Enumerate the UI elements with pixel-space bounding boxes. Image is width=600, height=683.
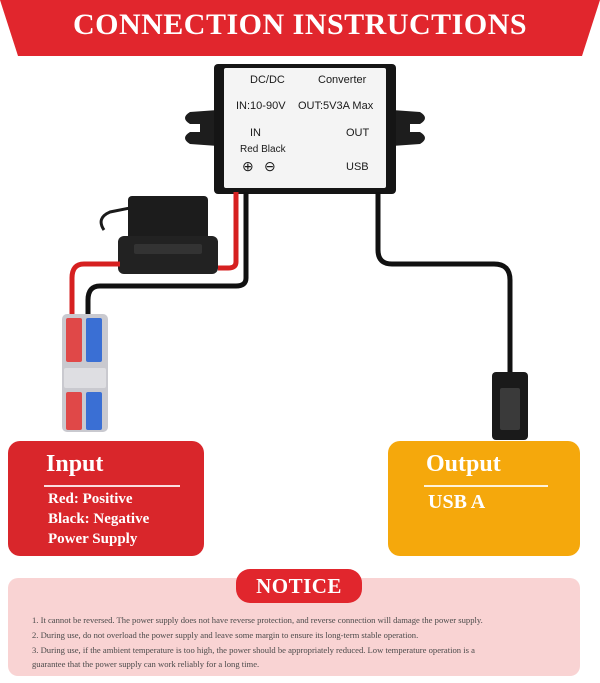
usb-cable (375, 192, 513, 374)
notice-line-3: 3. During use, if the ambient temperatur… (32, 645, 475, 655)
module-label-dcdc: DC/DC (250, 74, 285, 86)
input-line-black: Black: Negative (48, 511, 150, 527)
notice-line-2: 2. During use, do not overload the power… (32, 630, 419, 640)
notice-box: NOTICE 1. It cannot be reversed. The pow… (8, 569, 580, 676)
minus-icon: ⊖ (264, 158, 276, 174)
plus-icon: ⊕ (242, 158, 254, 174)
output-panel: Output USB A (388, 441, 580, 556)
red-input-wire (218, 192, 239, 271)
module-usb-label: USB (346, 161, 369, 173)
input-line-power: Power Supply (48, 531, 138, 547)
lever-connector (62, 314, 108, 432)
header-banner (0, 0, 600, 56)
module-label-converter: Converter (318, 74, 367, 86)
output-line-usb: USB A (428, 491, 486, 513)
mounting-ear-right (392, 110, 425, 146)
notice-line-1: 1. It cannot be reversed. The power supp… (32, 615, 483, 625)
notice-title: NOTICE (236, 569, 362, 603)
output-panel-divider (424, 485, 548, 487)
page-title: CONNECTION INSTRUCTIONS (72, 8, 528, 41)
notice-line-4: guarantee that the power supply can work… (32, 659, 260, 669)
module-out-label: OUT (346, 127, 370, 139)
module-in-label: IN (250, 127, 261, 139)
input-panel-divider (44, 485, 180, 487)
red-fuse-wire (69, 261, 120, 318)
fuse-holder (99, 196, 218, 274)
mounting-ear-left (185, 110, 218, 146)
converter-label-plate (224, 68, 386, 188)
module-polarity-label: Red Black (240, 144, 286, 155)
module-output-spec: OUT:5V3A Max (298, 100, 374, 112)
output-panel-title: Output (426, 451, 501, 477)
input-line-red: Red: Positive (48, 491, 133, 507)
input-panel: Input Red: Positive Black: Negative Powe… (8, 441, 204, 556)
module-input-spec: IN:10-90V (236, 100, 286, 112)
input-panel-title: Input (46, 451, 104, 477)
black-input-wire (85, 192, 249, 318)
wiring-diagram (62, 64, 528, 440)
